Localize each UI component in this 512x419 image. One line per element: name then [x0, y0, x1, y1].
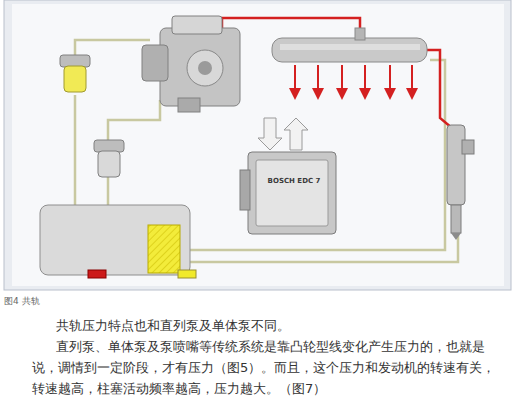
- ecu-housing: [240, 152, 336, 234]
- high-pressure-lines: [222, 18, 452, 128]
- legend-swatch: [88, 270, 106, 278]
- figure-caption: 图4 共轨: [4, 295, 40, 308]
- fuel-filter: [94, 140, 124, 177]
- common-rail: [272, 28, 427, 62]
- high-pressure-pump: [142, 16, 240, 112]
- figure-frame: [4, 0, 511, 290]
- injector: [447, 125, 474, 240]
- body-paragraph: 直列泵、单体泵及泵喷嘴等传统系统是靠凸轮型线变化产生压力的，也就是说，调情到一定…: [32, 336, 508, 399]
- pre-filter: [60, 55, 90, 92]
- signal-arrows: [258, 118, 308, 150]
- figure-ground: [12, 4, 504, 286]
- fuel-tank: [40, 205, 190, 275]
- ecu-brand: BOSCH EDC 7: [262, 176, 326, 186]
- legend-swatch: [178, 270, 196, 278]
- body-paragraph: 共轨压力特点也和直列泵及单体泵不同。: [32, 315, 508, 336]
- rail-outlets: [295, 65, 412, 98]
